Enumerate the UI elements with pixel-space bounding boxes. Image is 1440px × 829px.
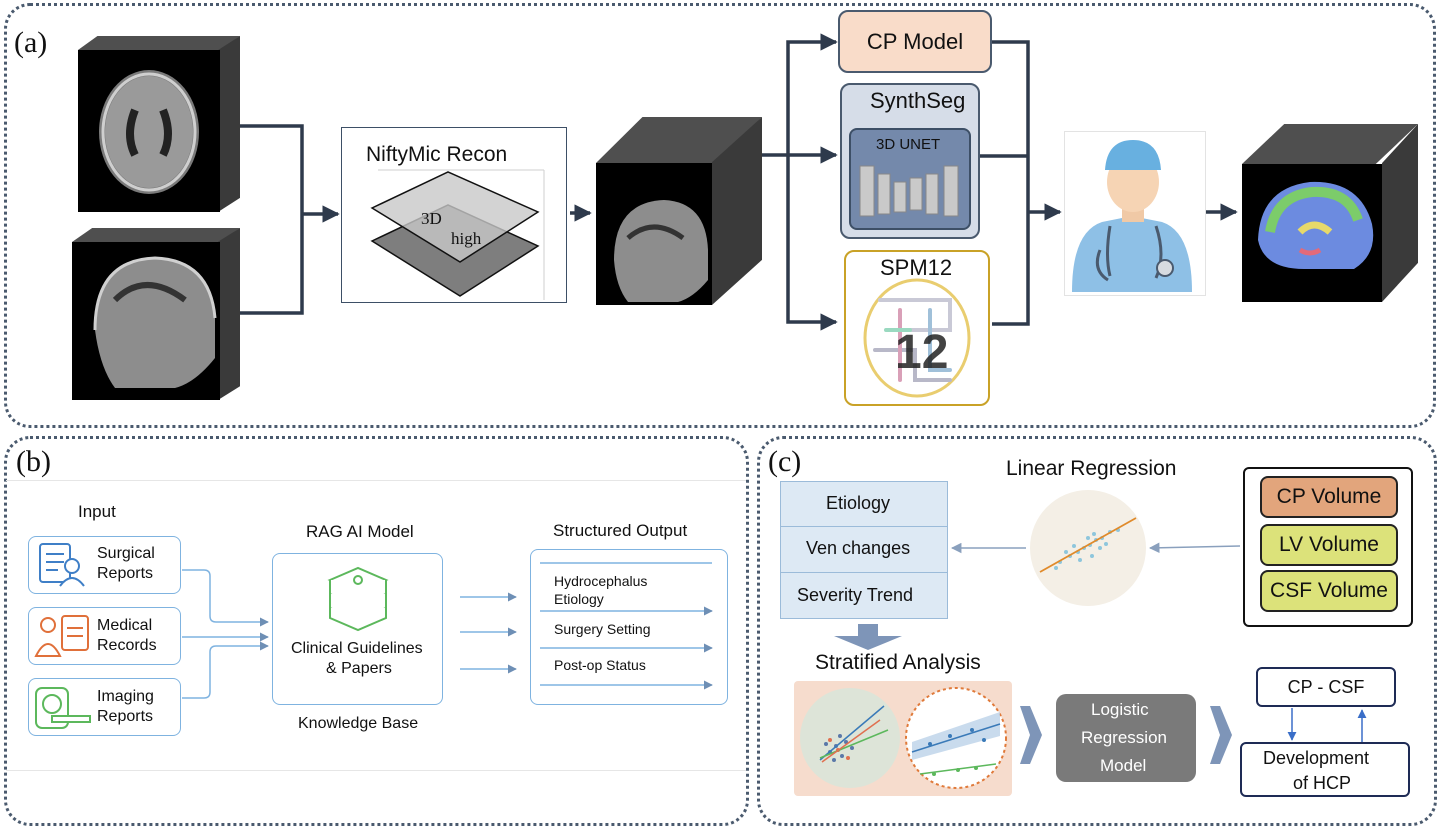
development-line2: of HCP bbox=[1293, 773, 1352, 793]
panel-b-separator-bottom bbox=[6, 770, 746, 771]
logistic-regression-box bbox=[1056, 694, 1196, 782]
logistic-line1: Logistic bbox=[1091, 700, 1149, 719]
synthseg-label: SynthSeg bbox=[870, 88, 966, 113]
panel-b-separator-top bbox=[6, 480, 746, 481]
input-surgical-line1: Surgical bbox=[97, 545, 155, 562]
stratified-analysis-title: Stratified Analysis bbox=[815, 651, 981, 674]
panel-b-frame bbox=[4, 436, 749, 826]
development-hcp-box bbox=[1240, 742, 1410, 797]
panel-a-label: (a) bbox=[14, 26, 48, 59]
structured-output-title: Structured Output bbox=[553, 521, 688, 540]
recon-plane-text-3d: 3D bbox=[421, 209, 442, 228]
csf-volume-box: CSF Volume bbox=[1260, 570, 1398, 612]
output-postop-status: Post-op Status bbox=[554, 657, 646, 673]
rag-model-line1: Clinical Guidelines bbox=[291, 640, 423, 657]
input-imaging-line1: Imaging bbox=[97, 688, 154, 705]
cp-csf-label: CP - CSF bbox=[1287, 676, 1365, 697]
input-medical-line2: Records bbox=[97, 637, 157, 654]
output-etiology: Etiology bbox=[554, 591, 604, 607]
lv-volume-box: LV Volume bbox=[1260, 524, 1398, 566]
rag-model-line2: & Papers bbox=[326, 660, 392, 677]
factor-etiology: Etiology bbox=[826, 493, 891, 513]
cp-volume-box: CP Volume bbox=[1260, 476, 1398, 518]
development-line1: Development bbox=[1263, 748, 1370, 768]
csf-volume-label: CSF Volume bbox=[1270, 579, 1388, 602]
panel-c-frame bbox=[757, 436, 1437, 826]
factor-severity-trend: Severity Trend bbox=[797, 585, 914, 605]
factor-divider-1 bbox=[780, 526, 948, 527]
input-surgical-line2: Reports bbox=[97, 565, 154, 582]
panel-a-frame bbox=[4, 3, 1436, 428]
logistic-line3: Model bbox=[1100, 756, 1147, 775]
niftymic-recon-title: NiftyMic Recon bbox=[366, 143, 508, 166]
factor-ven-changes: Ven changes bbox=[806, 538, 911, 558]
lv-volume-label: LV Volume bbox=[1278, 533, 1379, 556]
logistic-line2: Regression bbox=[1081, 728, 1167, 747]
input-title: Input bbox=[78, 502, 116, 521]
factor-table bbox=[780, 481, 948, 619]
structured-output-card bbox=[530, 549, 728, 705]
input-medical-line1: Medical bbox=[97, 617, 153, 634]
spm12-label: SPM12 bbox=[880, 255, 953, 280]
linear-regression-title: Linear Regression bbox=[1006, 457, 1177, 480]
unet-label: 3D UNET bbox=[876, 136, 941, 153]
output-hydrocephalus: Hydrocephalus bbox=[554, 573, 648, 589]
cp-model-box: CP Model bbox=[838, 10, 992, 73]
recon-plane-text-high: high bbox=[451, 229, 482, 248]
cp-volume-label: CP Volume bbox=[1276, 485, 1382, 508]
panel-b-label: (b) bbox=[16, 445, 51, 478]
knowledge-base-label: Knowledge Base bbox=[298, 715, 419, 732]
cp-csf-box: CP - CSF bbox=[1256, 667, 1396, 707]
svg-text:12: 12 bbox=[895, 326, 948, 379]
panel-c-label: (c) bbox=[768, 445, 802, 478]
input-imaging-line2: Reports bbox=[97, 708, 154, 725]
cp-model-label: CP Model bbox=[866, 28, 964, 54]
rag-model-title: RAG AI Model bbox=[306, 522, 414, 541]
output-surgery-setting: Surgery Setting bbox=[554, 621, 651, 637]
factor-divider-2 bbox=[780, 572, 948, 573]
